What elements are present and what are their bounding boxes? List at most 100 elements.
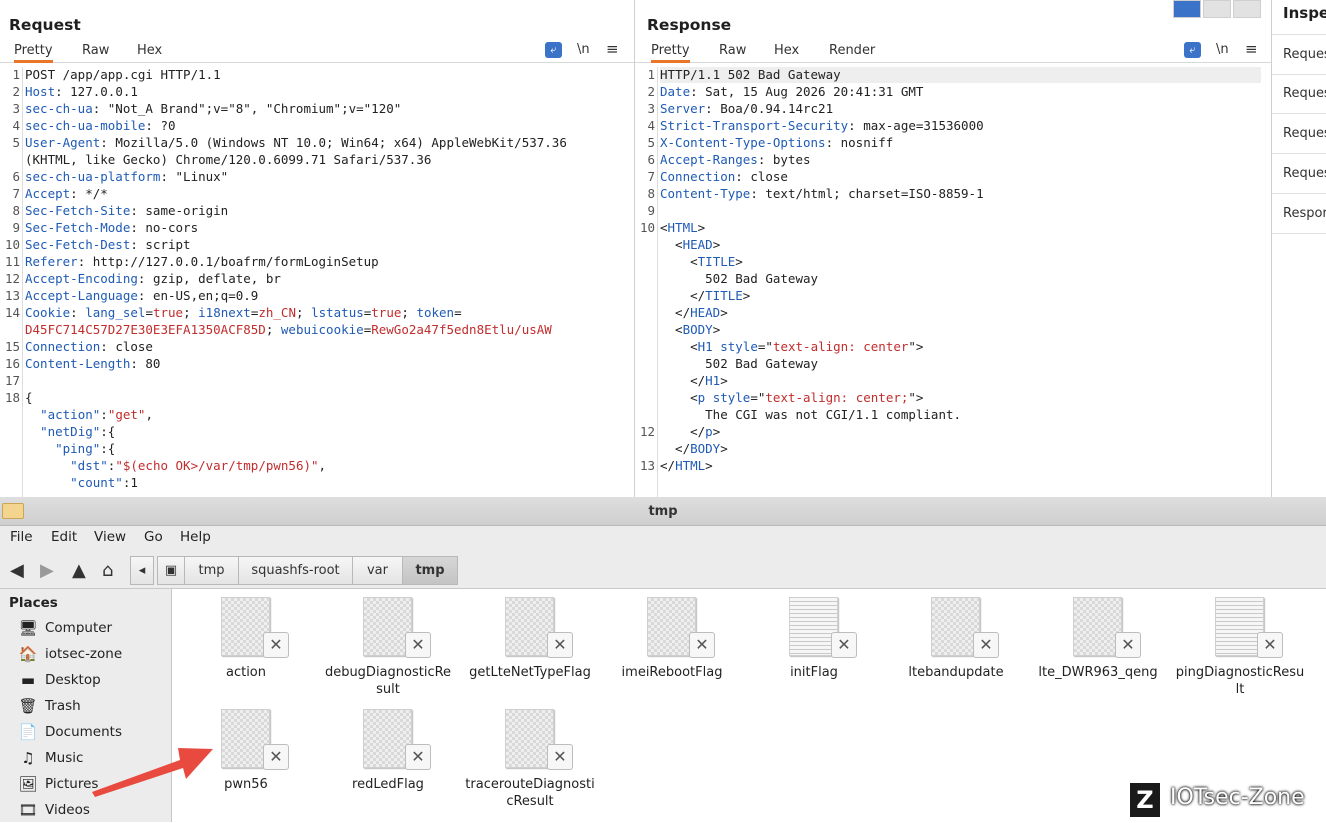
place-music[interactable]: ♫Music xyxy=(17,747,167,771)
tab-response-hex[interactable]: Hex xyxy=(774,43,800,58)
response-menu-icon[interactable]: ≡ xyxy=(1245,40,1258,58)
response-wrap-lines-icon[interactable]: ⤶ xyxy=(1184,42,1201,58)
file-item[interactable]: ✕imeiRebootFlag xyxy=(598,589,740,704)
watermark: Z IOTsec-Zone xyxy=(1124,779,1324,819)
response-code-line: </HTML> xyxy=(660,458,713,473)
menu-go[interactable]: Go xyxy=(144,529,163,545)
response-code-line: </HEAD> xyxy=(660,305,728,320)
place-documents[interactable]: 📄Documents xyxy=(17,721,167,745)
tab-request-raw[interactable]: Raw xyxy=(82,43,110,58)
menu-file[interactable]: File xyxy=(10,529,33,545)
forward-arrow-icon[interactable]: ▶ xyxy=(40,560,54,581)
request-code-line: "action":"get", xyxy=(40,407,153,422)
layout-top-bottom-button[interactable] xyxy=(1203,0,1231,18)
place-videos[interactable]: 🎞Videos xyxy=(17,799,167,823)
inspector-section-request-query[interactable]: Reques xyxy=(1272,74,1326,114)
breadcrumb-scroll-left-icon[interactable]: ◂ xyxy=(130,556,154,585)
file-name: action xyxy=(225,665,266,680)
request-line-number: 6 xyxy=(12,169,20,184)
breadcrumb-tmp-root[interactable]: tmp xyxy=(184,556,239,585)
drive-icon[interactable]: ▣ xyxy=(157,556,185,585)
tab-response-pretty[interactable]: Pretty xyxy=(651,43,690,63)
response-code-line: </BODY> xyxy=(660,441,728,456)
layout-tabs-button[interactable] xyxy=(1233,0,1261,18)
unknown-file-icon xyxy=(221,709,270,768)
request-code-line: POST /app/app.cgi HTTP/1.1 xyxy=(25,67,221,82)
response-line-number: 12 xyxy=(639,424,655,439)
file-item[interactable]: ✕pwn56 xyxy=(172,701,314,816)
response-code-line: Accept-Ranges: bytes xyxy=(660,152,811,167)
window-titlebar[interactable]: tmp xyxy=(0,497,1326,526)
tab-request-pretty[interactable]: Pretty xyxy=(14,43,53,63)
no-permission-emblem-icon: ✕ xyxy=(547,744,573,770)
folder-icon xyxy=(2,503,24,519)
request-newline-toggle[interactable]: \n xyxy=(577,42,590,57)
wrap-lines-icon[interactable]: ⤶ xyxy=(545,42,562,58)
request-code-line: "netDig":{ xyxy=(40,424,116,439)
tab-response-render[interactable]: Render xyxy=(829,43,876,58)
response-title: Response xyxy=(647,16,732,34)
inspector-section-request-cookies[interactable]: Reques xyxy=(1272,154,1326,194)
watermark-text: IOTsec-Zone xyxy=(1170,785,1305,810)
request-line-number: 18 xyxy=(4,390,20,405)
menu-edit[interactable]: Edit xyxy=(51,529,78,545)
place-pictures[interactable]: 🖼Pictures xyxy=(17,773,167,797)
inspector-section-request-body[interactable]: Reques xyxy=(1272,114,1326,154)
response-line-number: 1 xyxy=(647,67,655,82)
place-label: Computer xyxy=(45,620,113,636)
window-title: tmp xyxy=(648,504,678,519)
place-desktop[interactable]: ▬Desktop xyxy=(17,669,167,693)
response-code-line: Connection: close xyxy=(660,169,788,184)
place-computer[interactable]: 🖥Computer xyxy=(17,617,167,641)
place-trash[interactable]: 🗑Trash xyxy=(17,695,167,719)
response-code-line: Server: Boa/0.94.14rc21 xyxy=(660,101,834,116)
file-item[interactable]: ✕initFlag xyxy=(740,589,882,704)
back-arrow-icon[interactable]: ◀ xyxy=(10,560,24,581)
file-item[interactable]: ✕getLteNetTypeFlag xyxy=(456,589,598,704)
inspector-title: Inspe xyxy=(1283,4,1326,22)
response-code-line: X-Content-Type-Options: nosniff xyxy=(660,135,894,150)
home-icon[interactable]: ⌂ xyxy=(102,560,114,581)
request-code-line: Host: 127.0.0.1 xyxy=(25,84,138,99)
request-code-line: User-Agent: Mozilla/5.0 (Windows NT 10.0… xyxy=(25,135,567,150)
request-tabs: Pretty Raw Hex xyxy=(0,40,634,63)
unknown-file-icon xyxy=(505,597,554,656)
file-item[interactable]: ✕lte_DWR963_qeng xyxy=(1024,589,1166,704)
response-code-line: <H1 style="text-align: center"> xyxy=(660,339,924,354)
breadcrumb-var[interactable]: var xyxy=(352,556,403,585)
response-code-line: Content-Type: text/html; charset=ISO-885… xyxy=(660,186,984,201)
tab-request-hex[interactable]: Hex xyxy=(137,43,163,58)
file-name: initFlag xyxy=(790,665,838,680)
layout-side-by-side-button[interactable] xyxy=(1173,0,1201,18)
response-editor[interactable]: 12345678910121314HTTP/1.1 502 Bad Gatewa… xyxy=(635,67,1271,497)
inspector-section-response-headers[interactable]: Respor xyxy=(1272,194,1326,234)
response-code-line: <HTML> xyxy=(660,220,706,235)
file-item[interactable]: ✕ltebandupdate xyxy=(882,589,1024,704)
response-line-number: 10 xyxy=(639,220,655,235)
breadcrumb-tmp-current[interactable]: tmp xyxy=(402,556,458,585)
menu-view[interactable]: View xyxy=(94,529,127,545)
breadcrumb-squashfs-root[interactable]: squashfs-root xyxy=(238,556,353,585)
inspector-section-request-attributes[interactable]: Reques xyxy=(1272,34,1326,75)
up-arrow-icon[interactable]: ▲ xyxy=(72,560,86,581)
response-newline-toggle[interactable]: \n xyxy=(1216,42,1229,57)
file-item[interactable]: ✕action xyxy=(172,589,314,704)
no-permission-emblem-icon: ✕ xyxy=(547,632,573,658)
place-iotsec-zone[interactable]: 🏠iotsec-zone xyxy=(17,643,167,667)
response-code-line: <BODY> xyxy=(660,322,721,337)
tab-response-raw[interactable]: Raw xyxy=(719,43,747,58)
menu-help[interactable]: Help xyxy=(180,529,211,545)
request-line-number: 2 xyxy=(12,84,20,99)
file-item[interactable]: ✕redLedFlag xyxy=(314,701,456,816)
no-permission-emblem-icon: ✕ xyxy=(973,632,999,658)
request-menu-icon[interactable]: ≡ xyxy=(606,40,619,58)
no-permission-emblem-icon: ✕ xyxy=(263,744,289,770)
